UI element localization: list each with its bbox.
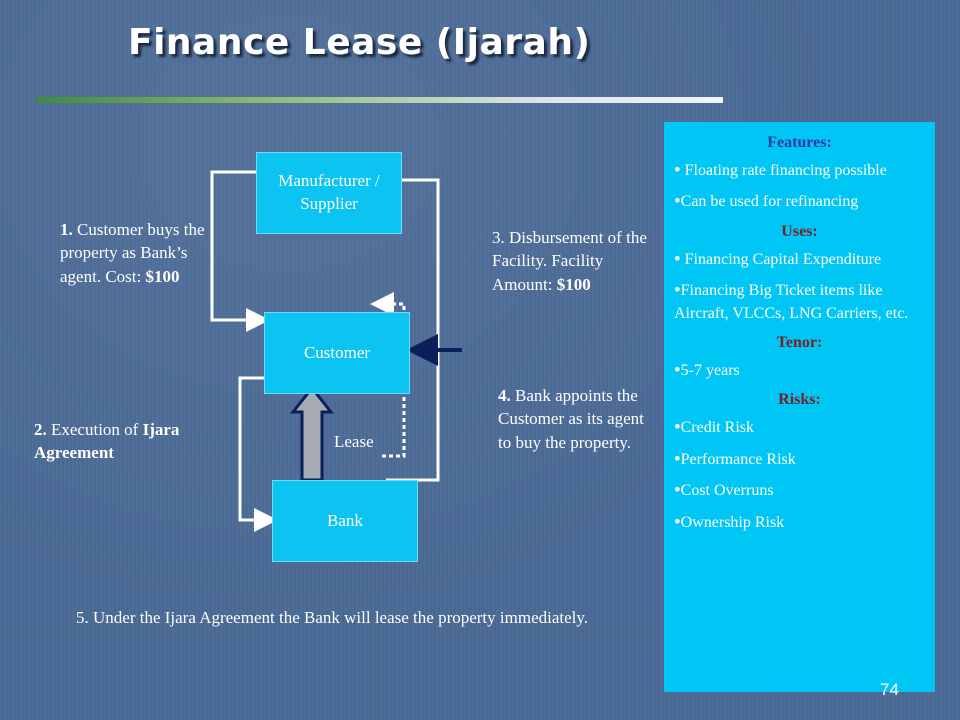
note-4-number: 4.	[498, 386, 511, 405]
bullet-icon: •	[674, 417, 681, 439]
tenor-heading: Tenor:	[776, 333, 823, 351]
risks-item: •Cost Overruns	[674, 480, 925, 502]
lease-label: Lease	[334, 432, 374, 451]
note-disbursement: 3. Disbursement of the Facility. Facilit…	[492, 226, 652, 296]
uses-item: •Financing Big Ticket items like Aircraf…	[674, 280, 925, 325]
note-3-text: 3. Disbursement of the Facility. Facilit…	[492, 228, 647, 294]
features-item: •Can be used for refinancing	[674, 191, 925, 213]
features-panel: Features: • Floating rate financing poss…	[664, 122, 935, 692]
slide-title: Finance Lease (Ijarah)	[128, 22, 591, 63]
risks-item-text: Performance Risk	[680, 450, 796, 468]
risks-item-text: Credit Risk	[680, 419, 754, 437]
purchase-connector	[210, 170, 270, 332]
bullet-icon: •	[674, 448, 681, 470]
bullet-icon: •	[674, 359, 681, 381]
note-ijara-execution: 2. Execution of Ijara Agreement	[34, 418, 234, 465]
note-lease-immediately: 5. Under the Ijara Agreement the Bank wi…	[76, 608, 589, 627]
bullet-icon: •	[674, 191, 681, 213]
page-number: 74	[880, 680, 899, 699]
features-item-text: Can be used for refinancing	[680, 193, 859, 211]
features-heading: Features:	[767, 134, 832, 151]
note-4-text: Bank appoints the Customer as its agent …	[498, 386, 644, 452]
bullet-icon: •	[674, 280, 681, 302]
note-1-number: 1.	[60, 220, 73, 239]
note-3-amount: $100	[556, 274, 591, 294]
note-customer-buys: 1. Customer buys the property as Bank’s …	[60, 218, 220, 288]
bullet-icon: •	[674, 160, 681, 181]
features-item-text: Floating rate financing possible	[684, 162, 887, 179]
uses-item-text: Financing Capital Expenditure	[684, 250, 882, 268]
customer-box: Customer	[264, 312, 410, 394]
note-bank-appoints: 4. Bank appoints the Customer as its age…	[498, 384, 658, 454]
manufacturer-label: Manufacturer / Supplier	[278, 171, 380, 213]
note-1-text: Customer buys the property as Bank’s age…	[60, 220, 205, 286]
note-2-text: Execution of	[46, 420, 143, 439]
agreement-connector	[238, 376, 278, 532]
uses-item-text: Financing Big Ticket items like Aircraft…	[674, 282, 909, 322]
note-2-number: 2.	[34, 420, 47, 439]
customer-label: Customer	[303, 342, 371, 362]
risks-item-text: Cost Overruns	[680, 482, 774, 500]
note-1-amount: $100	[145, 266, 180, 286]
tenor-item: •5-7 years	[674, 360, 925, 382]
features-item: • Floating rate financing possible	[674, 160, 925, 182]
bank-box: Bank	[272, 480, 418, 562]
risks-heading: Risks:	[778, 391, 821, 409]
risks-item: •Ownership Risk	[674, 512, 925, 534]
bullet-icon: •	[674, 248, 681, 270]
tenor-item-text: 5-7 years	[680, 361, 740, 379]
manufacturer-supplier-box: Manufacturer / Supplier	[256, 152, 402, 234]
bullet-icon: •	[674, 511, 681, 533]
uses-item: • Financing Capital Expenditure	[674, 249, 925, 271]
risks-item: •Performance Risk	[674, 449, 925, 471]
uses-heading: Uses:	[781, 222, 818, 240]
note-2-bold: Ijara Agreement	[34, 420, 180, 463]
title-underline	[36, 97, 723, 103]
bullet-icon: •	[674, 480, 681, 502]
risks-item: •Credit Risk	[674, 417, 925, 439]
lease-block-arrow	[289, 385, 335, 482]
risks-item-text: Ownership Risk	[680, 513, 785, 531]
bank-label: Bank	[327, 510, 363, 530]
